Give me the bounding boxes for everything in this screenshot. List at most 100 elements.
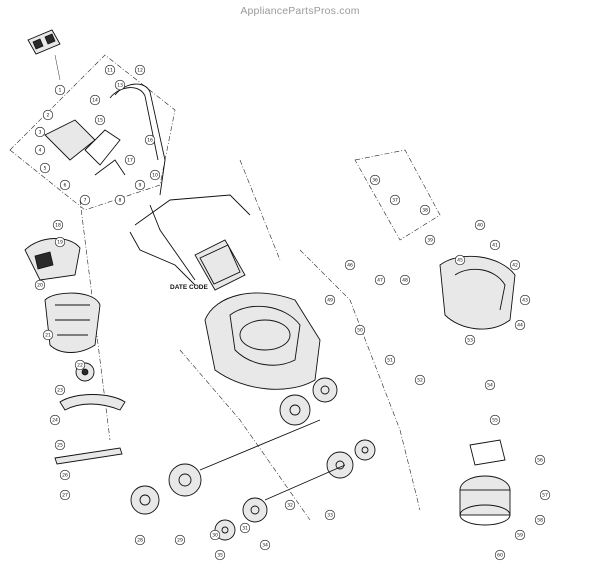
callout-number: 30 [212,533,218,539]
switch-assembly-outline [354,149,441,241]
callout-number: 53 [467,338,473,344]
callout-2: 2 [42,109,54,121]
callout-number: 1 [59,88,62,94]
callout-31: 31 [239,522,251,534]
motor-part [459,439,511,526]
callout-number: 32 [287,503,293,509]
callout-bubble [324,509,336,521]
callout-bubble [134,534,146,546]
callout-17: 17 [124,154,136,166]
callout-bubble [104,64,116,76]
callout-number: 48 [402,278,408,284]
callout-number: 55 [492,418,498,424]
callout-bubble [484,379,496,391]
callout-number: 43 [522,298,528,304]
callout-bubble [174,534,186,546]
grass-bag-part [44,292,101,353]
callout-50: 50 [354,324,366,336]
callout-number: 21 [45,333,51,339]
callout-57: 57 [539,489,551,501]
callout-bubble [374,274,386,286]
callout-number: 23 [57,388,63,394]
callout-number: 52 [417,378,423,384]
callout-36: 36 [369,174,381,186]
callout-number: 60 [497,553,503,559]
callout-number: 44 [517,323,523,329]
callout-bubble [424,234,436,246]
motor-cover-part [439,255,516,330]
callout-43: 43 [519,294,531,306]
callout-46: 46 [344,259,356,271]
callout-number: 58 [537,518,543,524]
callout-20: 20 [34,279,46,291]
callout-number: 6 [64,183,67,189]
callout-bubble [489,414,501,426]
callout-number: 25 [57,443,63,449]
callout-number: 38 [422,208,428,214]
callout-bubble [134,64,146,76]
callout-number: 41 [492,243,498,249]
callout-bubble [514,319,526,331]
callout-27: 27 [59,489,71,501]
callout-number: 15 [97,118,103,124]
callout-number: 36 [372,178,378,184]
callout-38: 38 [419,204,431,216]
callout-number: 34 [262,543,268,549]
callout-32: 32 [284,499,296,511]
callout-bubble [54,439,66,451]
callout-number: 2 [47,113,50,119]
callout-number: 18 [55,223,61,229]
callout-bubble [54,384,66,396]
callout-21: 21 [42,329,54,341]
motor-guide-line [299,249,421,511]
callout-bubble [324,294,336,306]
callout-bubble [59,179,71,191]
callout-number: 31 [242,526,248,532]
callout-bubble [54,236,66,248]
callout-number: 11 [107,68,113,74]
wheel-right-1 [326,451,354,479]
callout-number: 46 [347,263,353,269]
callout-bubble [42,109,54,121]
callout-bubble [149,169,161,181]
callout-number: 57 [542,493,548,499]
callout-47: 47 [374,274,386,286]
callout-51: 51 [384,354,396,366]
callout-bubble [259,539,271,551]
callout-bubble [34,144,46,156]
callout-48: 48 [399,274,411,286]
callout-bubble [464,334,476,346]
callout-bubble [489,239,501,251]
callout-16: 16 [144,134,156,146]
callout-8: 8 [114,194,126,206]
callout-4: 4 [34,144,46,156]
callout-bubble [144,134,156,146]
callout-number: 28 [137,538,143,544]
callout-number: 39 [427,238,433,244]
callout-number: 14 [92,98,98,104]
callout-number: 42 [512,263,518,269]
callout-bubble [59,489,71,501]
callout-bubble [42,329,54,341]
callout-33: 33 [324,509,336,521]
callout-44: 44 [514,319,526,331]
callout-bubble [414,374,426,386]
callout-bubble [344,259,356,271]
callout-number: 45 [457,258,463,264]
callout-3: 3 [34,126,46,138]
callout-bubble [59,469,71,481]
callout-7: 7 [79,194,91,206]
callout-bubble [34,126,46,138]
callout-number: 7 [84,198,87,204]
callout-40: 40 [474,219,486,231]
callout-9: 9 [134,179,146,191]
wheel-guide-line [179,349,311,521]
callout-55: 55 [489,414,501,426]
callout-34: 34 [259,539,271,551]
callout-number: 5 [44,166,47,172]
watermark-text: AppliancePartsPros.com [240,5,360,17]
callout-number: 22 [77,363,83,369]
handle-assembly-outline [9,54,176,211]
